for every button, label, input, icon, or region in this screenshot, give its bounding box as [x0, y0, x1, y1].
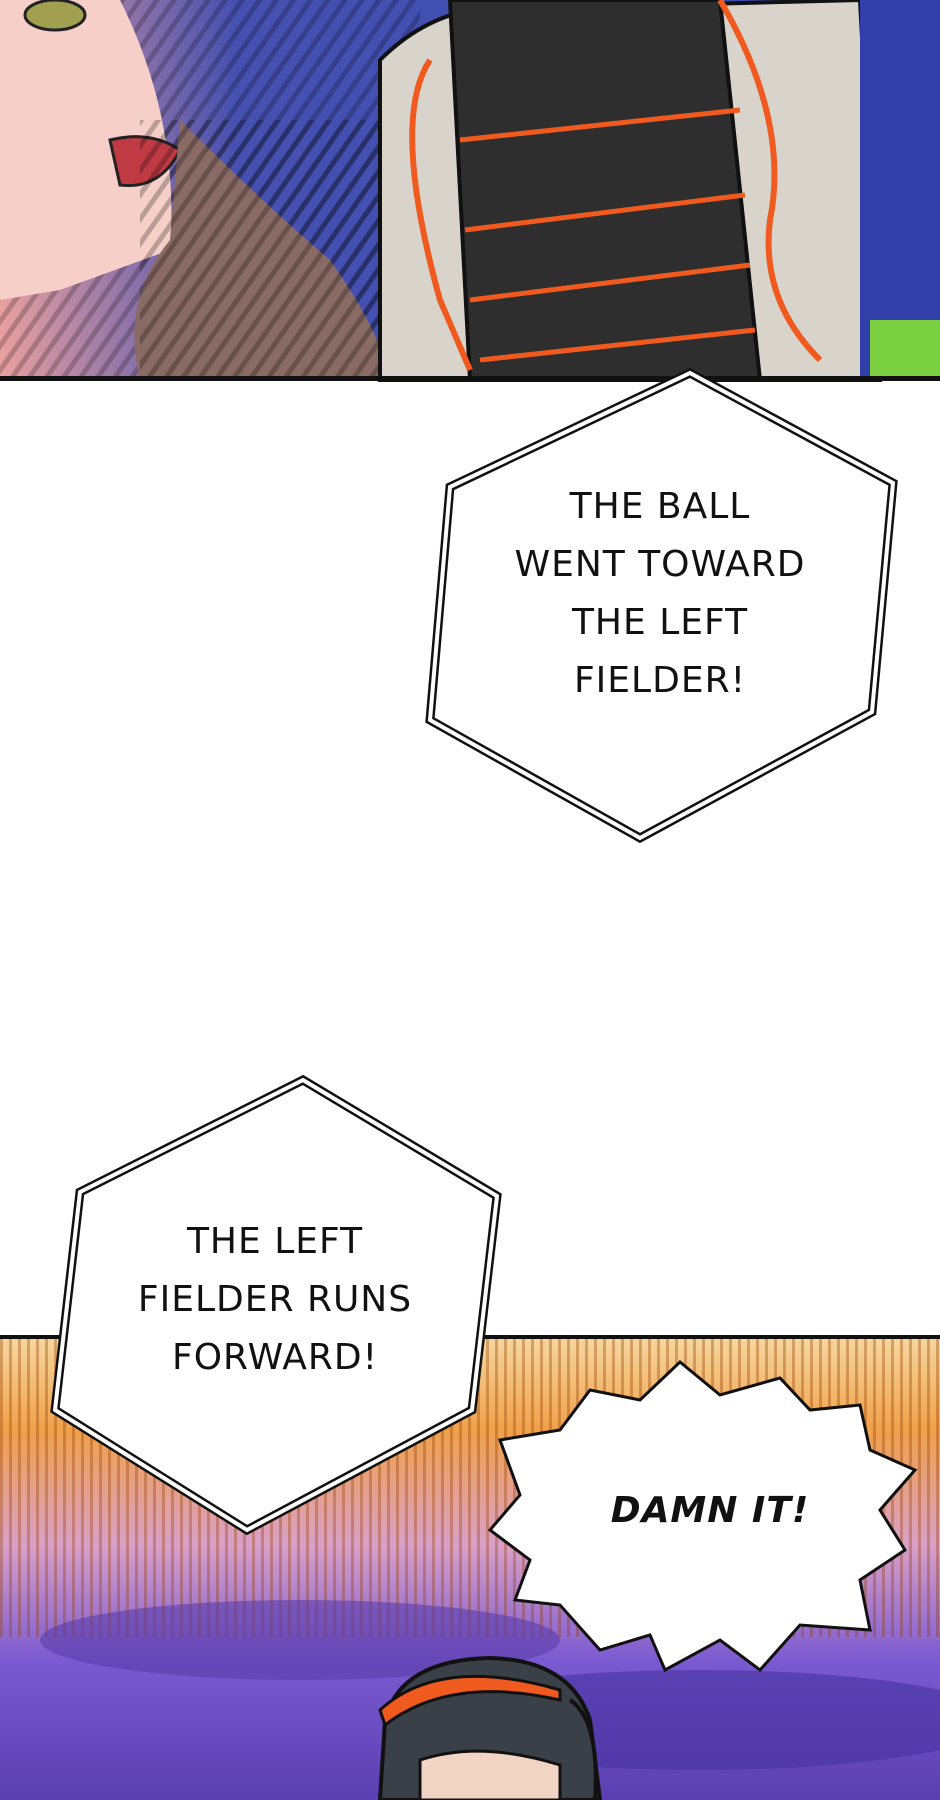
bubble-line: FIELDER RUNS [137, 1279, 413, 1320]
shout-text: DAMN IT! [610, 1490, 810, 1531]
girl-face [0, 0, 172, 300]
bubble-line: FIELDER! [573, 660, 747, 701]
bubble-line: THE LEFT [186, 1221, 364, 1262]
bubble-text-ball-went-toward: THE BALL WENT TOWARD THE LEFT FIELDER! [470, 478, 850, 710]
top-panel [0, 0, 940, 382]
shout-bubble [487, 1359, 918, 1673]
bubble-line: THE LEFT [571, 602, 749, 643]
speech-bubble-middle-left [50, 1074, 502, 1536]
speech-bubble-top-right [425, 367, 898, 844]
bubble-text-left-fielder-runs: THE LEFT FIELDER RUNS FORWARD! [90, 1213, 460, 1387]
bubble-line: FORWARD! [171, 1337, 379, 1378]
bubble-line: THE BALL [569, 486, 751, 527]
bubble-line: WENT TOWARD [514, 544, 806, 585]
